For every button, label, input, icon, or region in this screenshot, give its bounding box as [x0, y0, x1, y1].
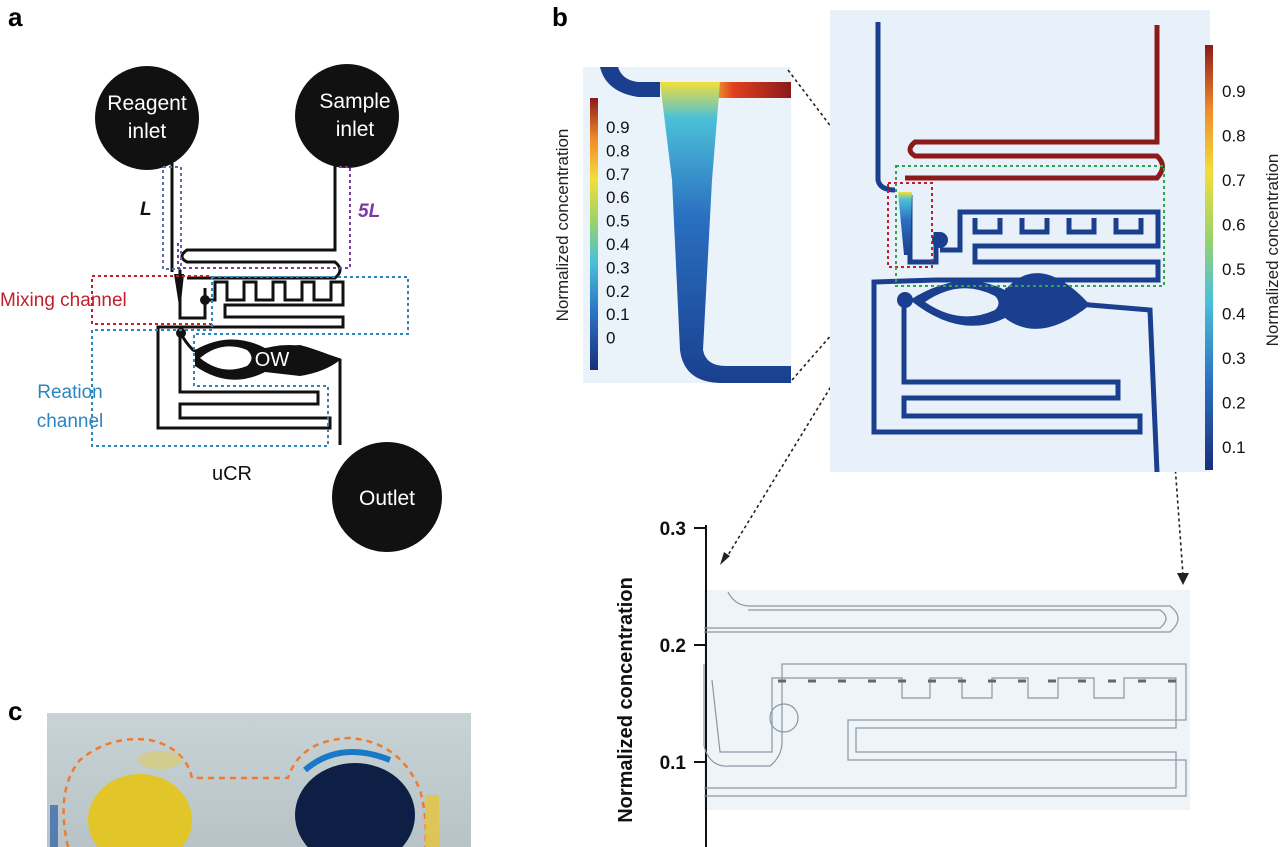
large-colorbar-tick-label: 0.7 [1222, 171, 1246, 190]
reagent-well-outline [62, 736, 428, 847]
reagent-inlet-label-2: inlet [128, 120, 167, 143]
sample-channel-high [905, 25, 1165, 181]
chip-reaction-dot [897, 292, 913, 308]
ow-inner-drop [200, 346, 252, 370]
panel-a-label: a [8, 2, 23, 32]
outlet-circle [332, 442, 442, 552]
small-colorbar-tick-label: 0 [606, 329, 615, 348]
reagent-inlet-label-1: Reagent [107, 92, 187, 115]
chart-y-tick-label: 0.1 [660, 753, 687, 774]
large-colorbar-title: Normalized concentration [1263, 154, 1280, 347]
large-colorbar-tick-label: 0.8 [1222, 127, 1246, 146]
length-5l-box [177, 166, 351, 269]
chip-ow-inner-drop [925, 288, 999, 317]
photo-side-blue-stain [50, 805, 58, 847]
large-colorbar-tick-label: 0.4 [1222, 305, 1246, 324]
small-colorbar-tick-label: 0.3 [606, 258, 630, 277]
ow-label: OW [255, 349, 290, 371]
chip-mixing-plume [898, 192, 912, 255]
small-colorbar-tick-label: 0.7 [606, 165, 630, 184]
length-l-box [162, 166, 182, 270]
chip-mixing-dot [932, 232, 948, 248]
reagent-inlet-circle [95, 66, 199, 170]
reaction-channel-label-2: channel [37, 411, 104, 432]
large-colorbar-tick-label: 0.9 [1222, 82, 1246, 101]
chip-reaction-zoom-box [895, 165, 1165, 287]
chart-y-ticks: 0.3 0.2 0.1 [660, 519, 706, 774]
length-5l-label: 5L [358, 201, 380, 222]
small-colorbar [590, 98, 598, 370]
small-colorbar-tick-label: 0.6 [606, 188, 630, 207]
chart-channel-outline [703, 591, 1187, 797]
small-colorbar-tick-label: 0.5 [606, 212, 630, 231]
panel-b: b 0.9 0.8 0.7 0.6 0.5 0.4 0.3 0.2 0.1 0 Normalize… [552, 2, 1280, 847]
sample-well-blue-rim [303, 749, 392, 773]
large-colorbar-tick-label: 0.2 [1222, 394, 1246, 413]
chart-ylabel: Normalized concentration [615, 577, 637, 823]
sample-inlet-circle [295, 64, 399, 168]
chip-simulation: 0.9 0.8 0.7 0.6 0.5 0.4 0.3 0.2 0.1 Normalized c… [830, 10, 1280, 473]
length-l-label: L [140, 199, 152, 220]
panel-c: c [8, 696, 471, 847]
sample-inlet-label-1: Sample [319, 90, 390, 113]
reagent-well-fill [88, 774, 192, 847]
microfluidic-channels [156, 160, 345, 445]
mixing-junction-dot [200, 295, 210, 305]
chart-y-tick-label: 0.2 [660, 636, 686, 657]
zoom-inset-left-inflow [600, 67, 660, 97]
panel-b-label: b [552, 2, 568, 32]
panel-c-label: c [8, 696, 22, 726]
mixing-channel-label: Mixing channel [0, 290, 127, 311]
sample-well-fill [295, 763, 415, 847]
reagent-well-shadow [138, 751, 182, 769]
chart-y-tick-label: 0.3 [660, 519, 686, 540]
reaction-junction-dot [176, 328, 186, 338]
reaction-channel-box [91, 276, 409, 447]
reaction-channel-label-1: Reation [37, 382, 103, 403]
small-colorbar-tick-label: 0.4 [606, 235, 630, 254]
panel-a: a Reagent inlet Sample inlet Outlet OW L… [0, 2, 442, 552]
small-colorbar-ticks: 0.9 0.8 0.7 0.6 0.5 0.4 0.3 0.2 0.1 0 [606, 118, 630, 348]
zoom-inset-plume [660, 82, 791, 383]
chip-simulation-background [830, 10, 1210, 472]
chart-channel-outline-background [704, 590, 1190, 810]
small-colorbar-title: Normalized concentration [553, 129, 572, 322]
chip-mixing-zoom-box [887, 182, 933, 268]
outlet-label: Outlet [359, 487, 415, 510]
small-colorbar-tick-label: 0.1 [606, 305, 630, 324]
photo-side-yellow-stain [425, 795, 439, 847]
zoom-inset: 0.9 0.8 0.7 0.6 0.5 0.4 0.3 0.2 0.1 0 Normalized … [553, 67, 791, 383]
large-colorbar-tick-label: 0.3 [1222, 349, 1246, 368]
large-colorbar-ticks: 0.9 0.8 0.7 0.6 0.5 0.4 0.3 0.2 0.1 [1222, 82, 1246, 457]
ucr-label: uCR [212, 463, 252, 485]
small-colorbar-tick-label: 0.8 [606, 141, 630, 160]
large-colorbar-tick-label: 0.6 [1222, 216, 1246, 235]
sample-inlet-label-2: inlet [336, 118, 375, 141]
concentration-chart: 0.3 0.2 0.1 Normalized concentration [615, 519, 1190, 847]
large-colorbar [1205, 45, 1213, 470]
chip-serpentine-teeth [972, 218, 1144, 235]
large-colorbar-tick-label: 0.5 [1222, 260, 1246, 279]
zoom-inset-sample-inflow [702, 82, 791, 98]
mixing-wedge [174, 274, 184, 312]
small-colorbar-tick-label: 0.2 [606, 282, 630, 301]
small-colorbar-tick-label: 0.9 [606, 118, 630, 137]
large-colorbar-tick-label: 0.1 [1222, 438, 1246, 457]
